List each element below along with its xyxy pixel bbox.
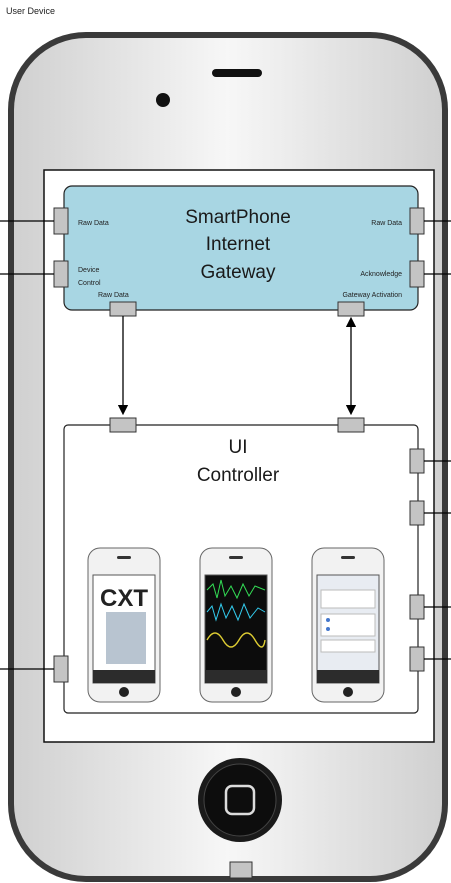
front-camera <box>156 93 170 107</box>
label-raw-data-left: Raw Data <box>78 220 109 227</box>
controller-name-line2: Controller <box>197 465 280 486</box>
mini-home-button <box>119 687 129 697</box>
mini-home-button <box>343 687 353 697</box>
mini-phone-1: CXT <box>87 547 161 703</box>
port-controller-top-right <box>337 417 365 433</box>
gateway-name-line2: Internet <box>206 234 271 255</box>
port-controller-right-2 <box>409 500 425 526</box>
label-raw-data-right: Raw Data <box>371 220 402 227</box>
mini-phone-2 <box>199 547 273 703</box>
label-device-control-1: Device <box>78 267 100 274</box>
port-controller-top-left <box>109 417 137 433</box>
speaker-grille <box>212 69 262 77</box>
diagram-title: User Device <box>6 6 56 16</box>
label-gateway-activation: Gateway Activation <box>342 292 402 299</box>
port-device-bottom <box>229 861 253 879</box>
port-controller-right-4 <box>409 646 425 672</box>
port-controller-right-3 <box>409 594 425 620</box>
port-acknowledge <box>409 260 425 288</box>
gateway-name-line1: SmartPhone <box>185 207 291 228</box>
gateway-name-line3: Gateway <box>201 262 276 283</box>
label-raw-data-bottom: Raw Data <box>98 292 129 299</box>
port-raw-data-bottom <box>109 301 137 317</box>
home-square-icon <box>224 784 256 816</box>
mini-logo-text: CXT <box>100 585 148 612</box>
port-controller-right-1 <box>409 448 425 474</box>
controller-name-line1: UI <box>229 437 248 458</box>
label-acknowledge: Acknowledge <box>360 271 402 278</box>
mini-screen-photo <box>106 612 146 664</box>
label-device-control-2: Control <box>78 280 101 287</box>
mini-phone-3 <box>311 547 385 703</box>
port-raw-data-right <box>409 207 425 235</box>
gateway-box <box>63 185 419 311</box>
port-device-control <box>53 260 69 288</box>
mini-home-button <box>231 687 241 697</box>
port-raw-data-left <box>53 207 69 235</box>
port-controller-left <box>53 655 69 683</box>
port-gateway-activation <box>337 301 365 317</box>
